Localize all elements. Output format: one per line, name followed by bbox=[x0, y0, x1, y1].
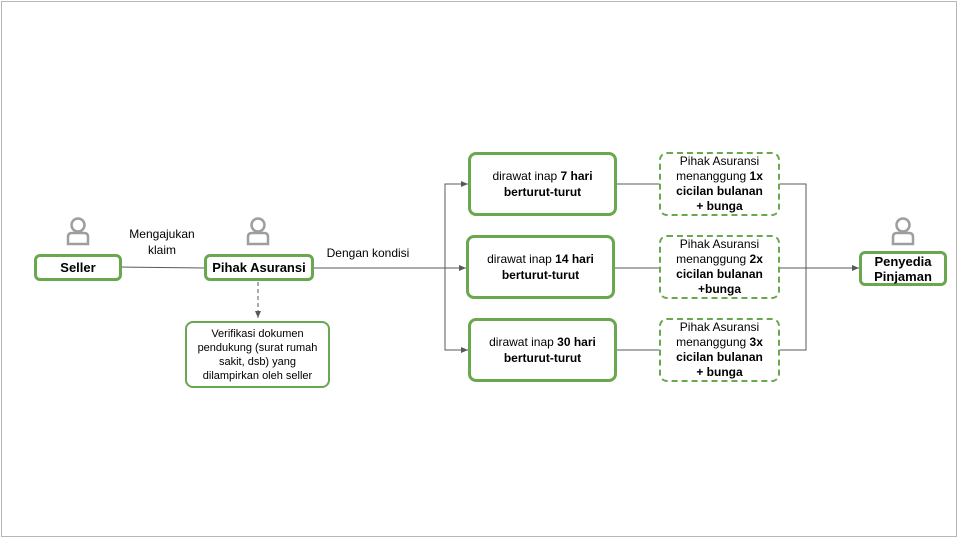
verification-node: Verifikasi dokumen pendukung (surat ruma… bbox=[185, 321, 330, 388]
condition-label: Dengan kondisi bbox=[326, 246, 410, 260]
seller-label: Seller bbox=[60, 259, 96, 275]
person-icon bbox=[891, 217, 915, 246]
claim-label: Mengajukan klaim bbox=[120, 226, 204, 258]
insurer-label: Pihak Asuransi bbox=[212, 259, 306, 275]
verification-label: Verifikasi dokumen pendukung (surat ruma… bbox=[197, 327, 318, 382]
condition-suffix: berturut-turut bbox=[501, 268, 580, 282]
condition-days: 30 hari bbox=[557, 335, 596, 349]
seller-to-insurer-line bbox=[120, 266, 206, 269]
branch-to-condition-3-line bbox=[444, 268, 468, 353]
condition-days: 14 hari bbox=[555, 252, 594, 266]
person-icon bbox=[66, 217, 90, 246]
branch-to-condition-1-line bbox=[444, 181, 468, 268]
coverage-1-to-merge-line bbox=[780, 183, 807, 268]
insurer-node: Pihak Asuransi bbox=[204, 254, 314, 281]
person-icon bbox=[246, 217, 270, 246]
claim-label-line1: Mengajukan bbox=[129, 227, 195, 241]
condition-days: 7 hari bbox=[560, 169, 593, 183]
claim-label-line2: klaim bbox=[147, 243, 176, 257]
coverage-3-to-merge-line bbox=[780, 268, 807, 351]
seller-node: Seller bbox=[34, 254, 122, 281]
condition-suffix: berturut-turut bbox=[503, 351, 582, 365]
condition-suffix: berturut-turut bbox=[503, 185, 582, 199]
